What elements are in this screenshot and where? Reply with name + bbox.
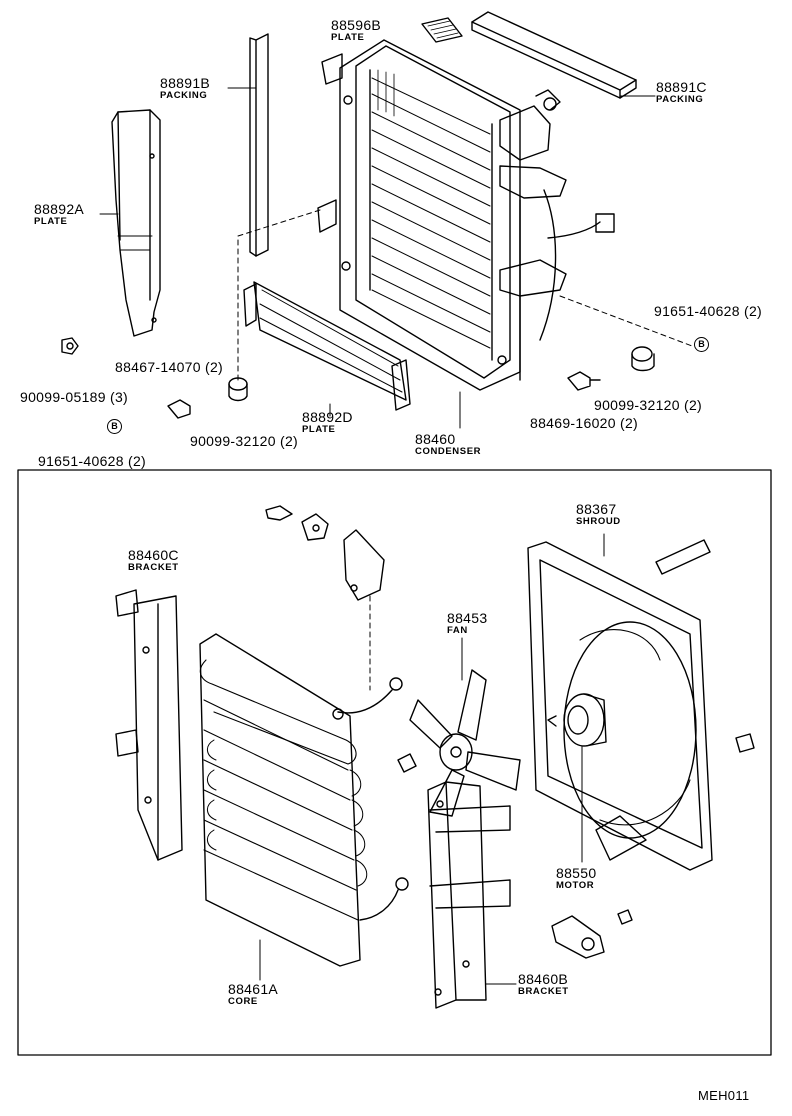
part-number: 88891C [656, 79, 707, 95]
figure-code: MEH011 [698, 1088, 750, 1103]
bolt-90099-05189-drawing [61, 337, 79, 355]
detail-frame [17, 469, 772, 1056]
part-name: PLATE [34, 216, 68, 227]
part-number: 88461A [228, 981, 279, 997]
part-number: 90099-32120 (2) [594, 397, 703, 413]
part-name: CONDENSER [415, 446, 482, 457]
callout-88460: 88460 CONDENSER [415, 432, 481, 457]
motor-88550-drawing [547, 693, 755, 863]
bracket-88460c-drawing [115, 589, 183, 861]
shroud-88367-drawing [527, 533, 713, 871]
part-number: 88892A [34, 201, 85, 217]
clip-bottom-right-drawing [551, 909, 633, 959]
callout-90099-32120-left: 90099-32120 (2) [190, 434, 298, 448]
part-number: 88460 [415, 431, 456, 447]
part-number: 88460B [518, 971, 569, 987]
callout-88596b: 88596B PLATE [331, 18, 381, 43]
callout-88461a: 88461A CORE [228, 982, 278, 1007]
part-number: 88367 [576, 501, 617, 517]
part-number: 88596B [331, 17, 382, 33]
part-number: 91651-40628 (2) [654, 303, 763, 319]
part-number: 91651-40628 (2) [38, 453, 147, 469]
part-name: SHROUD [576, 516, 621, 527]
plate-88892d-drawing [243, 281, 411, 417]
part-name: PACKING [160, 90, 208, 101]
callout-88453: 88453 FAN [447, 611, 487, 636]
callout-88467-14070: 88467-14070 (2) [115, 360, 223, 374]
ref-mark-b-right: B [694, 337, 709, 352]
callout-88469-16020: 88469-16020 (2) [530, 416, 638, 430]
bracket-88460b-drawing [427, 781, 517, 1009]
part-number: 88453 [447, 610, 488, 626]
plate-88596b-drawing [421, 17, 463, 43]
part-number: 90099-32120 (2) [190, 433, 299, 449]
plate-88892a-drawing [99, 109, 161, 337]
callout-90099-05189: 90099-05189 (3) [20, 390, 128, 404]
callout-88460c: 88460C BRACKET [128, 548, 179, 573]
grommet-right-drawing [567, 346, 655, 391]
callout-88367: 88367 SHROUD [576, 502, 621, 527]
part-number: 88550 [556, 865, 597, 881]
callout-90099-32120-right: 90099-32120 (2) [594, 398, 702, 412]
part-number: 88892D [302, 409, 353, 425]
part-number: 88460C [128, 547, 179, 563]
part-name: MOTOR [556, 880, 595, 891]
ref-mark-b-left: B [107, 419, 122, 434]
callout-88892d: 88892D PLATE [302, 410, 353, 435]
part-number: 90099-05189 (3) [20, 389, 129, 405]
fan-88453-drawing [409, 637, 521, 817]
callout-88550: 88550 MOTOR [556, 866, 596, 891]
core-88461a-drawing [199, 633, 409, 981]
callout-91651-40628-left: 91651-40628 (2) [38, 454, 146, 468]
part-name: PLATE [331, 32, 365, 43]
callout-88892a: 88892A PLATE [34, 202, 84, 227]
packing-88891c-drawing [471, 11, 656, 99]
callout-88891b: 88891B PACKING [160, 76, 210, 101]
part-name: BRACKET [518, 986, 569, 997]
part-number: 88469-16020 (2) [530, 415, 639, 431]
part-name: FAN [447, 625, 468, 636]
part-number: 88467-14070 (2) [115, 359, 224, 375]
callout-88460b: 88460B BRACKET [518, 972, 569, 997]
part-number: 88891B [160, 75, 211, 91]
part-name: BRACKET [128, 562, 179, 573]
part-name: CORE [228, 996, 258, 1007]
part-name: PACKING [656, 94, 704, 105]
callout-91651-40628-right: 91651-40628 (2) [654, 304, 762, 318]
part-name: PLATE [302, 424, 336, 435]
pipe-clip-drawing [265, 505, 417, 773]
callout-88891c: 88891C PACKING [656, 80, 707, 105]
grommet-left-drawing [167, 377, 248, 419]
packing-88891b-drawing [227, 33, 269, 257]
condenser-88460-drawing [317, 39, 615, 429]
